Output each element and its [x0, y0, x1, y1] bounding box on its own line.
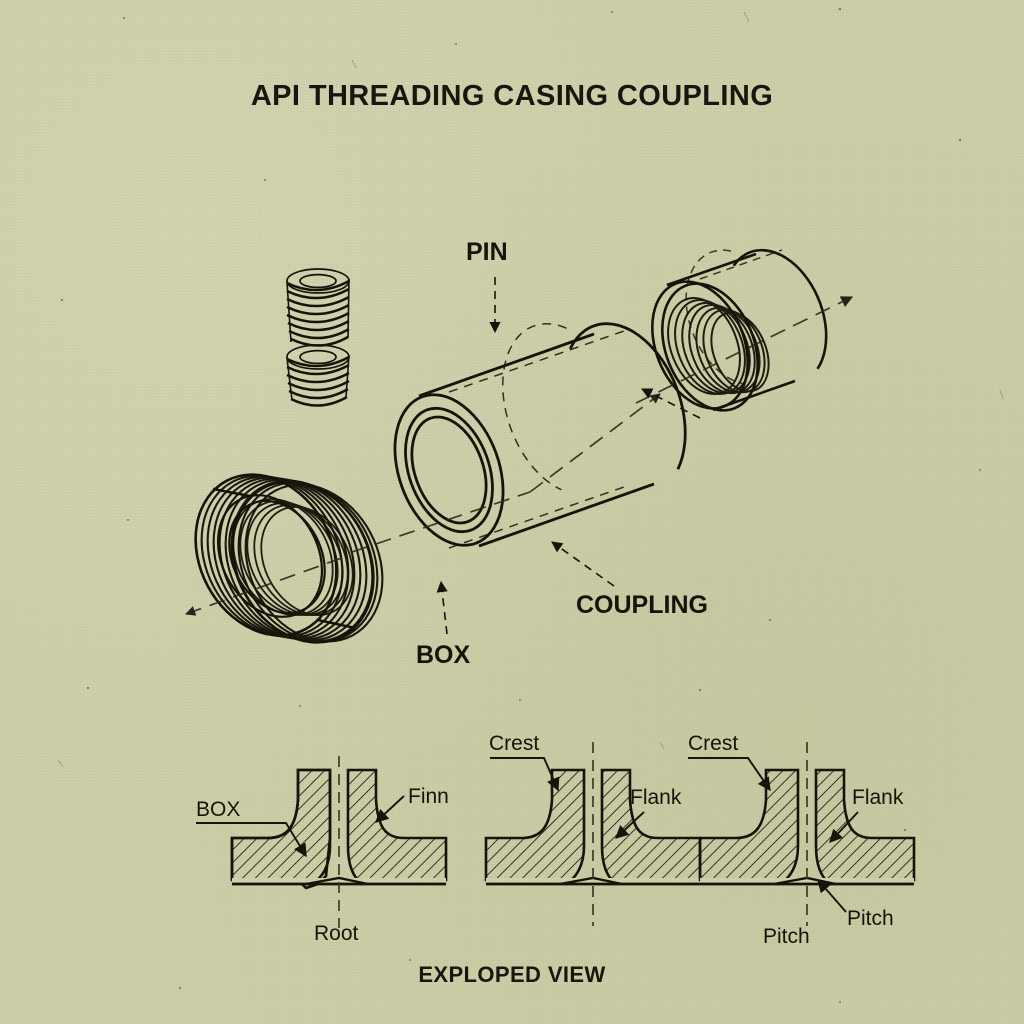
- leader-pitch-right: [817, 878, 847, 913]
- label-profile-left-root: Root: [314, 922, 359, 945]
- coupling-body: [393, 322, 687, 549]
- leader-coupling-top: [640, 388, 701, 419]
- label-profile-right-crest: Crest: [688, 732, 739, 755]
- leader-crest-right: [688, 757, 771, 792]
- leader-finn: [375, 795, 405, 823]
- leader-box-profile: [196, 822, 307, 858]
- profile-right-section: [688, 742, 916, 926]
- leader-flank-middle: [615, 811, 645, 839]
- label-pin: PIN: [466, 238, 508, 266]
- assembly-leader-lines: [436, 277, 701, 635]
- pin-threaded-ring-left: [194, 473, 384, 644]
- leader-box: [436, 580, 448, 635]
- label-profile-right-pitch-right: Pitch: [847, 907, 894, 930]
- profile-left-section: [196, 756, 448, 928]
- label-profile-right-flank: Flank: [852, 786, 904, 809]
- label-coupling: COUPLING: [576, 591, 708, 619]
- assembly-centerline: [185, 296, 854, 616]
- page-title: API THREADING CASING COUPLING: [250, 80, 774, 112]
- leader-flank-right: [829, 811, 859, 843]
- page-caption: EXPLOPED VIEW: [418, 962, 606, 987]
- label-profile-middle-flank: Flank: [630, 786, 682, 809]
- box-threaded-ring-right: [650, 248, 828, 412]
- leader-crest-middle: [490, 757, 560, 792]
- pin-thread-stub-lower: [286, 344, 350, 407]
- pin-thread-stub-upper: [286, 268, 350, 347]
- label-profile-right-pitch-center: Pitch: [763, 925, 810, 948]
- profile-middle-section: [484, 742, 702, 926]
- leader-coupling: [551, 541, 615, 587]
- label-box: BOX: [416, 641, 471, 669]
- label-profile-left-box: BOX: [196, 798, 241, 821]
- label-profile-middle-crest: Crest: [489, 732, 540, 755]
- label-profile-left-finn: Finn: [408, 785, 449, 808]
